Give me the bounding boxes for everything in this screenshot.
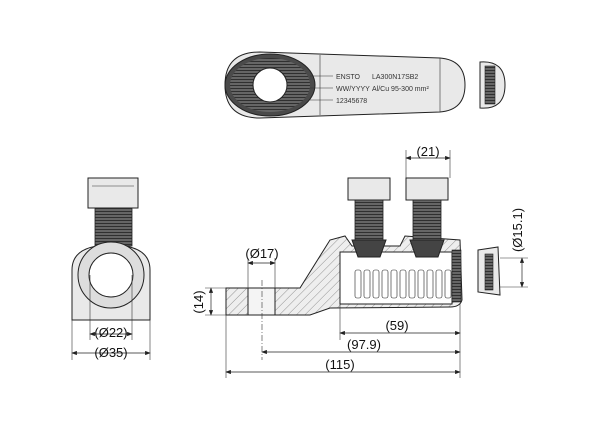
dim-seal-diameter: (Ø15.1) (510, 208, 525, 252)
marking-conductor: Al/Cu 95-300 mm² (372, 86, 429, 93)
marking-serial: 12345678 (336, 98, 367, 105)
dim-overall-length: (115) (325, 357, 354, 372)
top-view-seal (479, 61, 506, 109)
shear-bolt-right (405, 177, 449, 258)
end-view (71, 177, 151, 360)
shear-bolt-left (347, 177, 391, 258)
side-view-lug (225, 235, 463, 360)
dim-outer-diameter: (Ø35) (94, 345, 127, 360)
barrel-ribs (354, 269, 452, 299)
dim-inner-diameter: (Ø22) (94, 325, 127, 340)
dim-hole-diameter: (Ø17) (245, 246, 278, 261)
dim-screw-pitch: (21) (416, 144, 439, 159)
marking-brand: ENSTO (336, 74, 361, 81)
dim-palm-thickness: (14) (191, 290, 206, 313)
marking-date-code: WW/YYYY (336, 86, 370, 93)
top-view-lug: ENSTO WW/YYYY 12345678 LA300N17SB2 Al/Cu… (224, 51, 466, 119)
dim-barrel-length: (59) (385, 318, 408, 333)
marking-model: LA300N17SB2 (372, 74, 418, 81)
side-view-seal (477, 246, 501, 296)
dim-hole-to-end: (97.9) (347, 337, 381, 352)
